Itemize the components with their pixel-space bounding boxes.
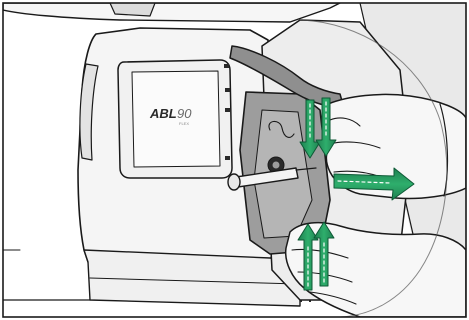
indicator-1 — [224, 64, 229, 68]
indicator-2 — [225, 88, 230, 92]
top-latch — [110, 3, 155, 16]
lower-front — [84, 250, 300, 306]
inlet-port-inner — [273, 162, 280, 169]
syringe-tip — [228, 174, 240, 190]
sub-label: FLEX — [179, 121, 189, 126]
indicator-3 — [225, 108, 230, 112]
indicator-4 — [225, 156, 230, 160]
model-label: 90 — [177, 106, 192, 121]
brand-label: ABL — [149, 106, 177, 121]
top-cover — [3, 3, 340, 22]
